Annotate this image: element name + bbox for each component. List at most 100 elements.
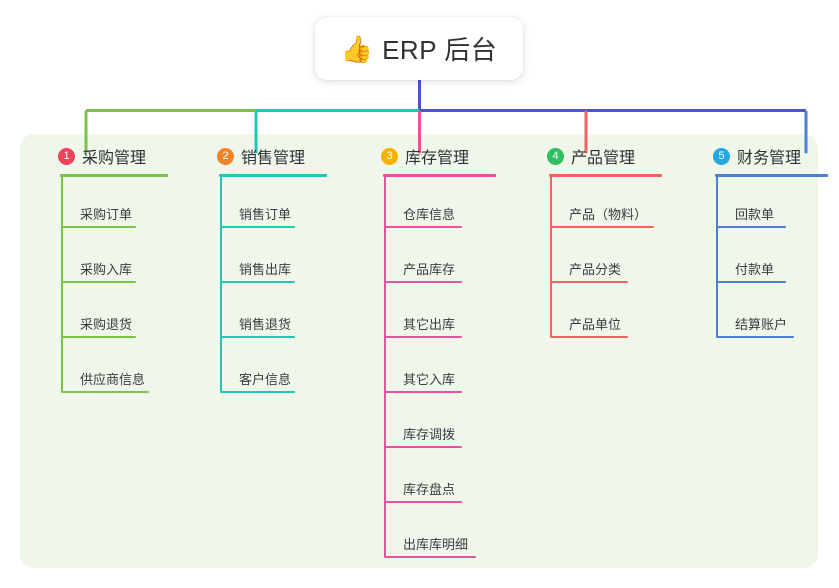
leaf-rule xyxy=(384,501,462,503)
leaf-item[interactable]: 回款单 xyxy=(693,177,828,232)
leaf-rule xyxy=(384,226,462,228)
leaf-rule xyxy=(716,336,794,338)
branch-trunk-3 xyxy=(384,177,386,557)
leaf-item[interactable]: 仓库信息 xyxy=(361,177,496,232)
branch-title-2: 销售管理 xyxy=(241,150,306,167)
branch-items-3: 仓库信息产品库存其它出库其它入库库存调拨库存盘点出库库明细 xyxy=(361,177,496,562)
branch-badge-1: 1 xyxy=(58,147,75,165)
leaf-label: 销售退货 xyxy=(239,317,292,332)
leaf-rule xyxy=(384,336,462,338)
branch-rule-1 xyxy=(60,174,168,177)
root-label: ERP 后台 xyxy=(382,35,498,65)
leaf-label: 产品库存 xyxy=(403,262,456,277)
branch-rule-3 xyxy=(383,174,496,177)
leaf-rule xyxy=(220,391,295,393)
leaf-rule xyxy=(550,281,628,283)
leaf-item[interactable]: 其它出库 xyxy=(361,287,496,342)
leaf-item[interactable]: 库存调拨 xyxy=(361,397,496,452)
leaf-item[interactable]: 产品单位 xyxy=(527,287,662,342)
leaf-label: 出库库明细 xyxy=(403,537,469,552)
leaf-label: 产品（物料） xyxy=(569,207,648,222)
leaf-rule xyxy=(220,226,295,228)
leaf-label: 产品分类 xyxy=(569,262,622,277)
leaf-item[interactable]: 供应商信息 xyxy=(38,342,168,397)
leaf-rule xyxy=(220,336,295,338)
branch-badge-5: 5 xyxy=(713,147,730,165)
leaf-label: 销售订单 xyxy=(239,207,292,222)
leaf-rule xyxy=(384,556,476,558)
leaf-item[interactable]: 销售出库 xyxy=(197,232,327,287)
branch-trunk-1 xyxy=(61,177,63,392)
leaf-item[interactable]: 库存盘点 xyxy=(361,452,496,507)
branch-badge-2: 2 xyxy=(217,147,234,165)
leaf-label: 采购退货 xyxy=(80,317,133,332)
leaf-label: 库存盘点 xyxy=(403,482,456,497)
branch-trunk-4 xyxy=(550,177,552,337)
branch-items-1: 采购订单采购入库采购退货供应商信息 xyxy=(38,177,168,397)
thumbs-up-emoji: 👍 xyxy=(340,33,374,64)
leaf-rule xyxy=(61,281,136,283)
leaf-item[interactable]: 付款单 xyxy=(693,232,828,287)
leaf-label: 结算账户 xyxy=(735,317,788,332)
leaf-rule xyxy=(384,281,462,283)
branch-column-4: 4 产品管理产品（物料） 产品分类产品单位 xyxy=(527,144,662,342)
branch-badge-3: 3 xyxy=(381,147,398,165)
branch-title-4: 产品管理 xyxy=(571,150,636,167)
leaf-rule xyxy=(716,226,786,228)
branch-header-5[interactable]: 5 财务管理 xyxy=(693,144,828,168)
diagram-backdrop-panel xyxy=(20,134,818,568)
leaf-label: 仓库信息 xyxy=(403,207,456,222)
branch-badge-4: 4 xyxy=(547,147,564,165)
leaf-item[interactable]: 出库库明细 xyxy=(361,507,496,562)
branch-trunk-5 xyxy=(716,177,718,337)
leaf-rule xyxy=(61,391,149,393)
branch-column-2: 2 销售管理销售订单销售出库销售退货客户信息 xyxy=(197,144,327,397)
branch-trunk-2 xyxy=(220,177,222,392)
leaf-label: 采购订单 xyxy=(80,207,133,222)
leaf-item[interactable]: 销售退货 xyxy=(197,287,327,342)
leaf-item[interactable]: 其它入库 xyxy=(361,342,496,397)
branch-column-1: 1 采购管理采购订单采购入库采购退货供应商信息 xyxy=(38,144,168,397)
branch-title-5: 财务管理 xyxy=(737,150,802,167)
leaf-item[interactable]: 采购退货 xyxy=(38,287,168,342)
leaf-label: 其它入库 xyxy=(403,372,456,387)
leaf-label: 采购入库 xyxy=(80,262,133,277)
branch-items-2: 销售订单销售出库销售退货客户信息 xyxy=(197,177,327,397)
leaf-label: 库存调拨 xyxy=(403,427,456,442)
leaf-rule xyxy=(716,281,786,283)
leaf-rule xyxy=(550,226,654,228)
branch-header-4[interactable]: 4 产品管理 xyxy=(527,144,662,168)
leaf-item[interactable]: 采购入库 xyxy=(38,232,168,287)
leaf-label: 销售出库 xyxy=(239,262,292,277)
leaf-rule xyxy=(384,391,462,393)
branch-header-2[interactable]: 2 销售管理 xyxy=(197,144,327,168)
leaf-item[interactable]: 产品分类 xyxy=(527,232,662,287)
leaf-rule xyxy=(220,281,295,283)
leaf-item[interactable]: 产品库存 xyxy=(361,232,496,287)
leaf-label: 客户信息 xyxy=(239,372,292,387)
branch-rule-2 xyxy=(219,174,327,177)
branch-rule-5 xyxy=(715,174,828,177)
branch-items-4: 产品（物料） 产品分类产品单位 xyxy=(527,177,662,342)
branch-rule-4 xyxy=(549,174,662,177)
leaf-item[interactable]: 结算账户 xyxy=(693,287,828,342)
leaf-item[interactable]: 采购订单 xyxy=(38,177,168,232)
root-node[interactable]: 👍 ERP 后台 xyxy=(315,17,523,80)
branch-title-1: 采购管理 xyxy=(82,150,147,167)
branch-items-5: 回款单付款单结算账户 xyxy=(693,177,828,342)
leaf-rule xyxy=(61,336,136,338)
leaf-item[interactable]: 销售订单 xyxy=(197,177,327,232)
leaf-label: 回款单 xyxy=(735,207,775,222)
leaf-rule xyxy=(384,446,462,448)
leaf-label: 其它出库 xyxy=(403,317,456,332)
leaf-label: 产品单位 xyxy=(569,317,622,332)
leaf-rule xyxy=(550,336,628,338)
branch-column-5: 5 财务管理回款单付款单结算账户 xyxy=(693,144,828,342)
leaf-item[interactable]: 产品（物料） xyxy=(527,177,662,232)
branch-header-1[interactable]: 1 采购管理 xyxy=(38,144,168,168)
leaf-rule xyxy=(61,226,136,228)
leaf-item[interactable]: 客户信息 xyxy=(197,342,327,397)
